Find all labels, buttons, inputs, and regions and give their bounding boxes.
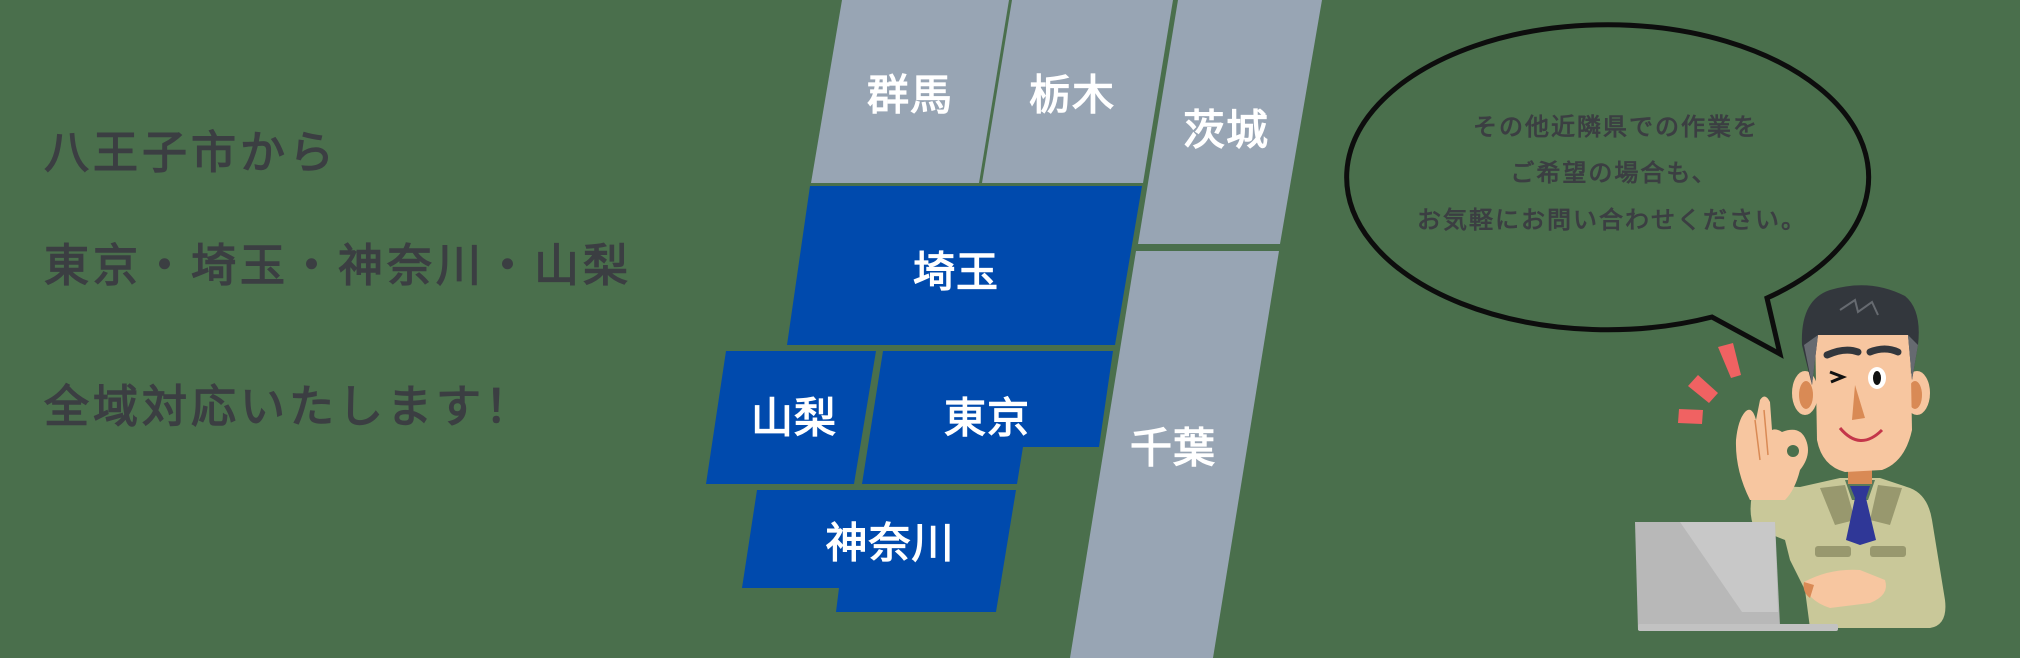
region-tokyo-label: 東京 xyxy=(944,394,1030,443)
ok-hand xyxy=(1735,396,1808,500)
businessman-illustration xyxy=(1635,285,1946,631)
tie xyxy=(1846,486,1876,545)
face xyxy=(1815,325,1912,472)
region-saitama-shape xyxy=(787,186,1142,345)
speech-bubble: その他近隣県での作業を ご希望の場合も、 お気軽にお問い合わせください。 xyxy=(1344,22,1872,359)
region-tochigi-shape xyxy=(982,0,1173,183)
region-kanagawa: 神奈川 xyxy=(742,490,1016,612)
region-tokyo-shape xyxy=(862,351,1113,484)
region-ibaraki: 茨城 xyxy=(1138,0,1322,244)
prefecture-map: 群馬 栃木 茨城 埼玉 山梨 東京 神奈川 千葉 xyxy=(706,0,1322,658)
region-chiba-shape xyxy=(1070,251,1279,658)
region-ibaraki-label: 茨城 xyxy=(1183,106,1269,155)
region-yamanashi: 山梨 xyxy=(706,351,876,484)
region-gunma-label: 群馬 xyxy=(867,71,953,120)
speech-bubble-line-3: お気軽にお問い合わせください。 xyxy=(1417,206,1807,234)
region-chiba-label: 千葉 xyxy=(1130,424,1216,473)
emphasis-marks-icon xyxy=(1678,343,1741,424)
region-gunma: 群馬 xyxy=(811,0,1009,183)
region-tochigi-label: 栃木 xyxy=(1029,71,1115,120)
headline-line-2: 東京・埼玉・神奈川・山梨 xyxy=(44,239,633,292)
speech-bubble-line-2: ご希望の場合も、 xyxy=(1510,159,1717,187)
headline-line-3: 全域対応いたします！ xyxy=(44,380,535,433)
region-saitama: 埼玉 xyxy=(787,186,1142,345)
region-chiba: 千葉 xyxy=(1070,251,1279,658)
speech-bubble-outline xyxy=(1344,22,1872,359)
region-yamanashi-label: 山梨 xyxy=(751,394,837,443)
laptop-icon xyxy=(1635,522,1838,631)
speech-bubble-line-1: その他近隣県での作業を xyxy=(1473,113,1759,141)
headline-line-1: 八王子市から xyxy=(44,126,339,179)
region-kanagawa-label: 神奈川 xyxy=(825,519,954,568)
region-saitama-label: 埼玉 xyxy=(913,248,999,297)
region-tokyo: 東京 xyxy=(862,351,1113,484)
region-yamanashi-shape xyxy=(706,351,876,484)
region-kanagawa-shape xyxy=(742,490,1016,612)
region-ibaraki-shape xyxy=(1138,0,1322,244)
region-gunma-shape xyxy=(811,0,1009,183)
hair xyxy=(1801,285,1919,385)
region-tochigi: 栃木 xyxy=(982,0,1173,183)
